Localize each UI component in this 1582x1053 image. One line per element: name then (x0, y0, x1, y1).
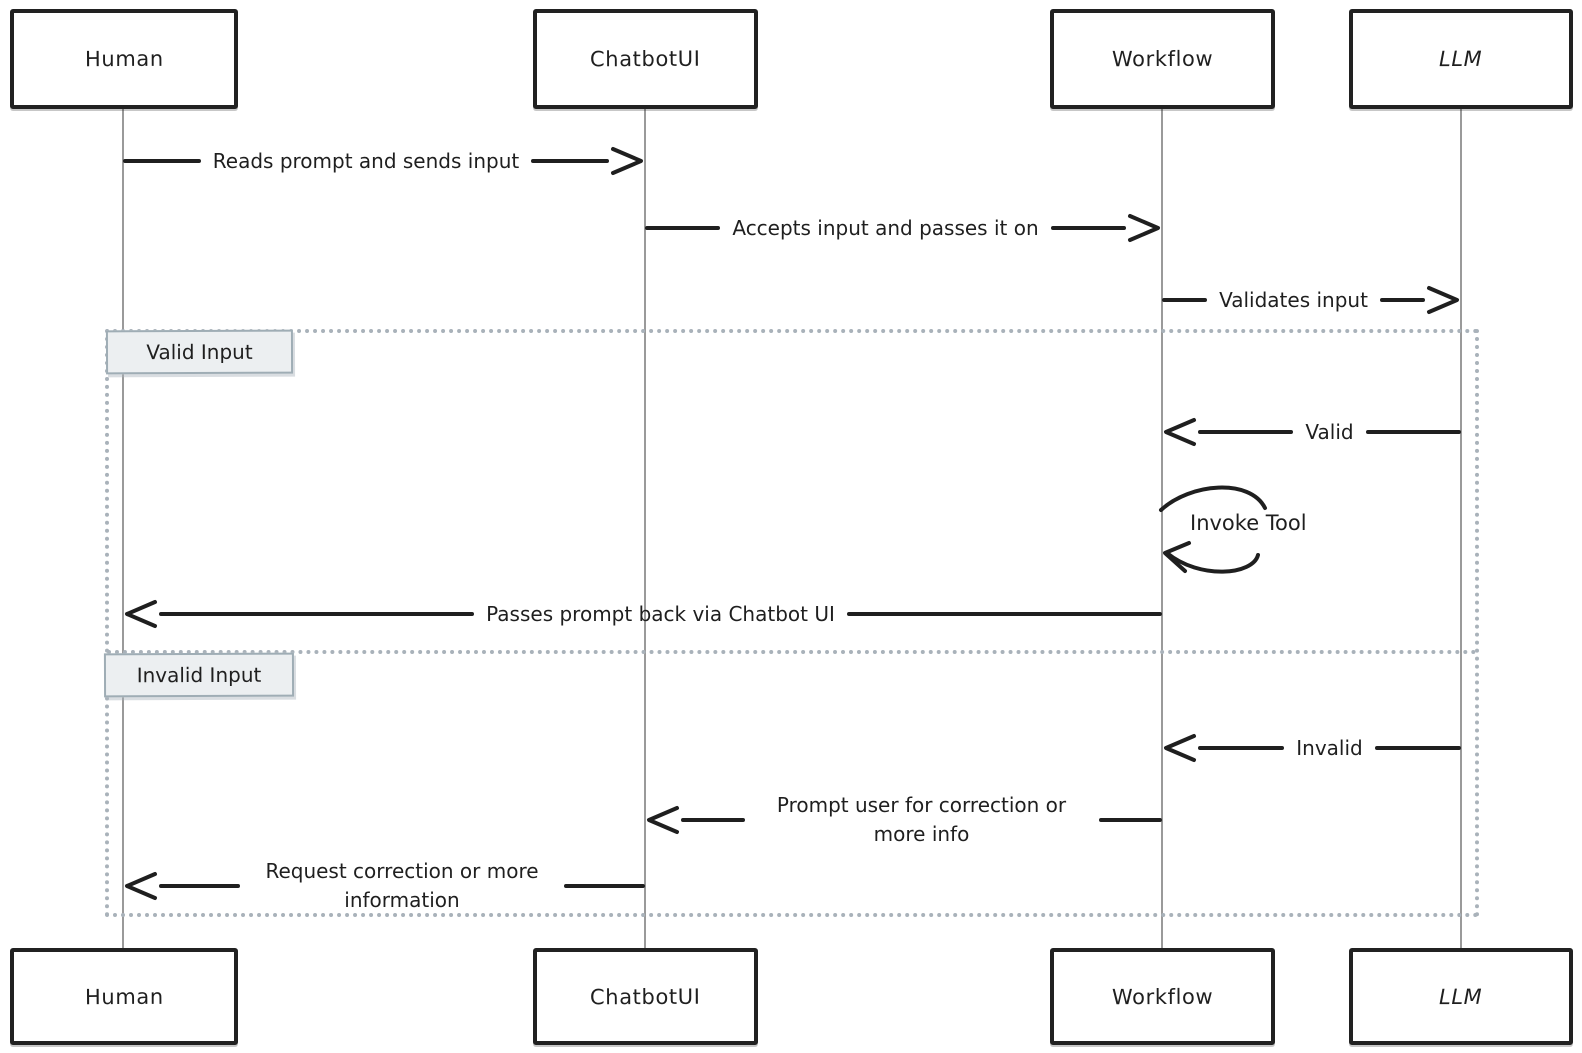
actor-box-workflow-bottom: Workflow (1050, 948, 1275, 1045)
frame-label-valid-input: Valid Input (105, 329, 294, 375)
message-label: Passes prompt back via Chatbot UI (486, 601, 835, 626)
message-line (1198, 430, 1294, 434)
actor-box-workflow-top: Workflow (1050, 9, 1275, 109)
message-line (1374, 746, 1462, 750)
arrowhead-right-icon (1128, 214, 1160, 242)
actor-box-chatbotui-bottom: ChatbotUI (533, 948, 758, 1045)
arrowhead-left-icon (125, 600, 157, 628)
message-line (123, 159, 201, 163)
message-line (846, 612, 1163, 616)
arrowhead-right-icon (1427, 286, 1460, 314)
frame-label-text: Invalid Input (136, 662, 262, 688)
arrowhead-left-icon (125, 872, 157, 900)
actor-box-llm-top: LLM (1349, 9, 1573, 109)
message-line (681, 818, 745, 822)
arrowhead-right-icon (611, 147, 643, 175)
frame-label-text: Valid Input (146, 339, 253, 365)
actor-box-chatbotui-top: ChatbotUI (533, 9, 758, 109)
lifeline-llm (1460, 109, 1462, 948)
message-line (1162, 298, 1208, 302)
message-line (1365, 430, 1462, 434)
message-line (531, 159, 609, 163)
actor-box-llm-bottom: LLM (1349, 948, 1573, 1045)
actor-label: Workflow (1111, 46, 1214, 72)
message-line (159, 612, 475, 616)
actor-label: Human (84, 46, 164, 72)
message-workflow-to-llm: Validates input (1162, 268, 1461, 332)
message-line (645, 226, 721, 230)
arrowhead-left-icon (647, 806, 679, 834)
message-human-to-chatbotui: Reads prompt and sends input (123, 129, 645, 193)
actor-label: ChatbotUI (590, 46, 701, 72)
arrowhead-left-icon (1164, 734, 1196, 762)
message-line (564, 884, 645, 888)
message-line (1050, 226, 1126, 230)
message-label: Invalid (1296, 735, 1363, 760)
alt-frame-divider (107, 650, 1477, 654)
lifeline-chatbotui (644, 109, 646, 948)
message-label: Validates input (1219, 287, 1368, 312)
actor-box-human-top: Human (10, 9, 238, 109)
message-chatbotui-to-workflow: Accepts input and passes it on (645, 196, 1162, 260)
message-label: Request correction or more information (265, 859, 539, 912)
message-line (1198, 746, 1285, 750)
lifeline-human (122, 109, 124, 948)
self-loop-label: Invoke Tool (1190, 511, 1307, 535)
message-workflow-to-human: Passes prompt back via Chatbot UI (123, 582, 1163, 646)
message-chatbotui-to-human: Request correction or more information (123, 854, 645, 918)
actor-label: Workflow (1111, 984, 1214, 1009)
lifeline-workflow (1161, 109, 1163, 948)
message-llm-to-workflow-valid: Valid (1162, 400, 1462, 464)
actor-label: Human (84, 984, 164, 1009)
alt-frame (105, 329, 1479, 917)
actor-label: LLM (1439, 46, 1483, 72)
actor-label: LLM (1439, 984, 1483, 1009)
message-line (1098, 818, 1162, 822)
actor-box-human-bottom: Human (10, 948, 238, 1045)
message-llm-to-workflow-invalid: Invalid (1162, 716, 1462, 780)
message-label: Prompt user for correction or more info (776, 793, 1067, 846)
message-label: Valid (1305, 419, 1354, 444)
message-workflow-to-chatbotui: Prompt user for correction or more info (645, 788, 1162, 852)
message-label: Reads prompt and sends input (212, 148, 520, 173)
message-line (159, 884, 240, 888)
self-loop-arrow (1159, 485, 1267, 574)
arrowhead-left-icon (1164, 418, 1196, 446)
frame-label-invalid-input: Invalid Input (103, 652, 295, 698)
message-label: Accepts input and passes it on (732, 215, 1039, 240)
message-line (1379, 298, 1426, 302)
actor-label: ChatbotUI (590, 984, 701, 1009)
